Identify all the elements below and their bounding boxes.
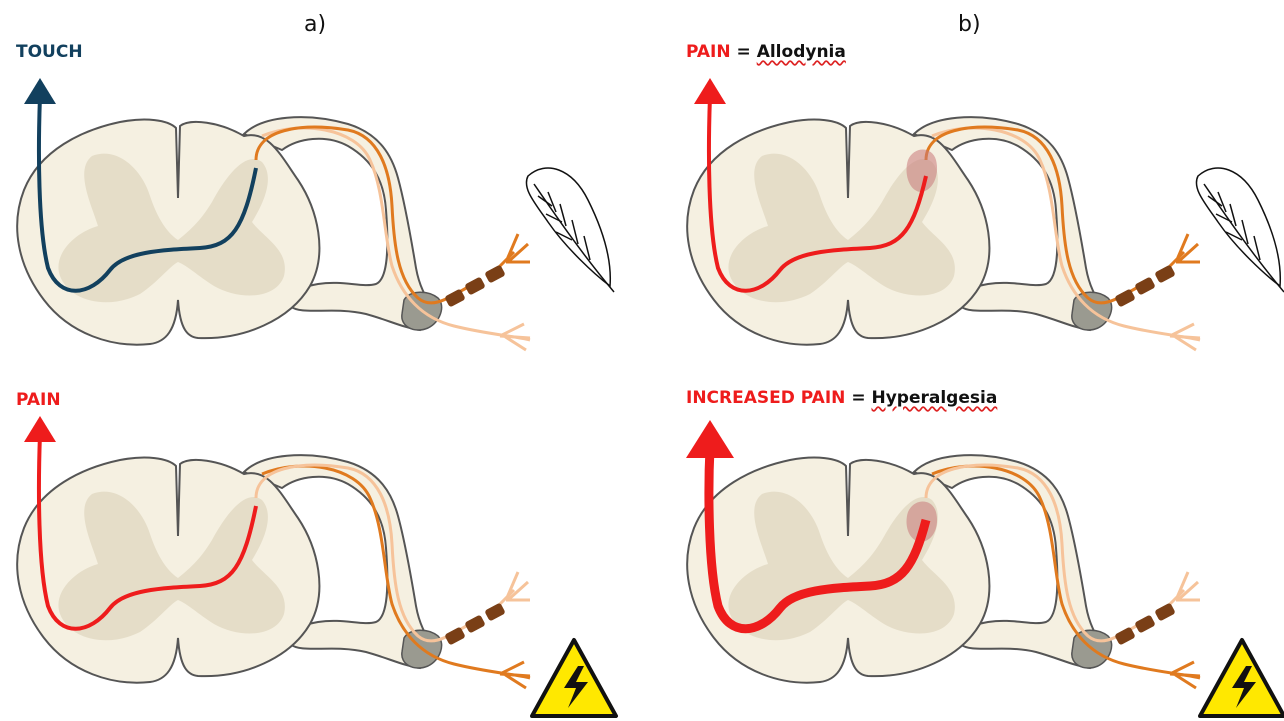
cord-b-bottom <box>686 420 1200 688</box>
touch-arrow <box>24 78 56 104</box>
feather-icon-a <box>526 168 614 292</box>
high-voltage-warning-icon-a <box>532 640 616 716</box>
cord-b-top <box>687 78 1200 350</box>
cord-a-bottom <box>17 416 530 688</box>
feather-icon-b <box>1196 168 1284 292</box>
high-voltage-warning-icon-b <box>1200 640 1284 716</box>
myelin-a-top <box>444 264 506 307</box>
cord-a-top <box>17 78 614 350</box>
